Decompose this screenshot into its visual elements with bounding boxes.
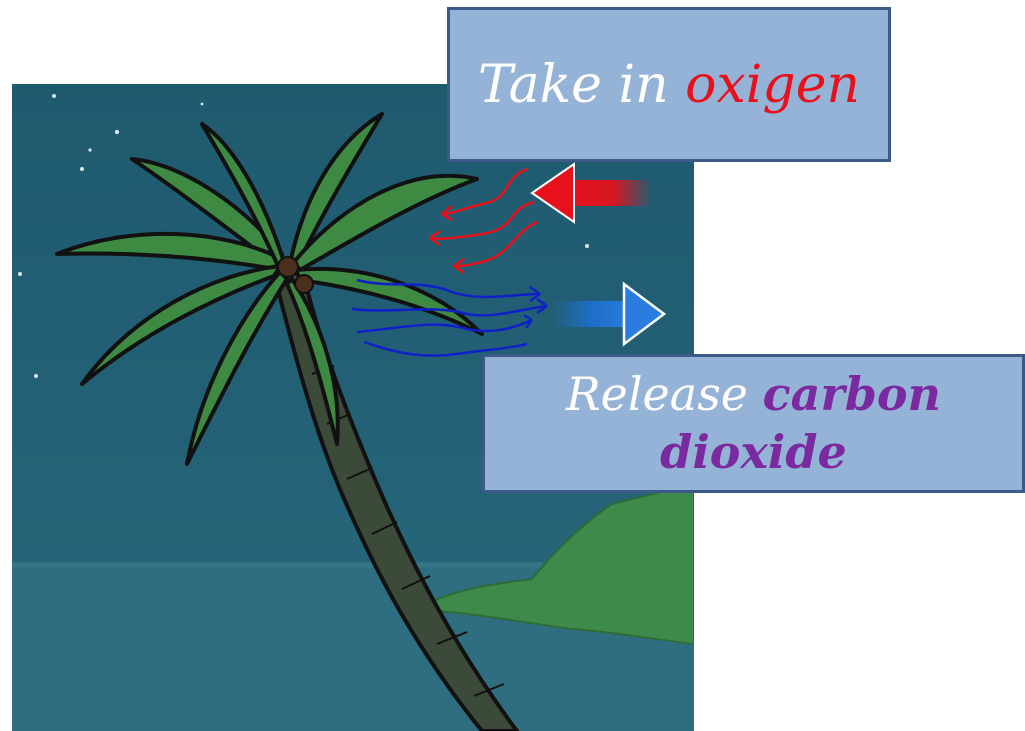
take-in-prefix: Take in (478, 54, 686, 115)
release-carbon-dioxide-text: Release carbon dioxide (544, 366, 964, 481)
palm-tree-icon (55, 112, 484, 466)
oxygen-airflow-lines (429, 167, 538, 275)
take-in-oxygen-text: Take in oxigen (478, 55, 860, 115)
carbon-dioxide-airflow-lines (351, 278, 548, 357)
island (413, 482, 694, 646)
take-in-oxygen-label: Take in oxigen (447, 7, 891, 162)
coconuts (277, 256, 314, 294)
arrow-left-icon (530, 162, 652, 224)
release-prefix: Release (565, 367, 763, 421)
carbon-dioxide-words: carbon dioxide (660, 367, 941, 479)
release-carbon-dioxide-label: Release carbon dioxide (482, 354, 1025, 493)
oxygen-word: oxigen (685, 54, 860, 115)
scene-illustration (12, 94, 694, 731)
arrow-right-icon (552, 281, 667, 347)
